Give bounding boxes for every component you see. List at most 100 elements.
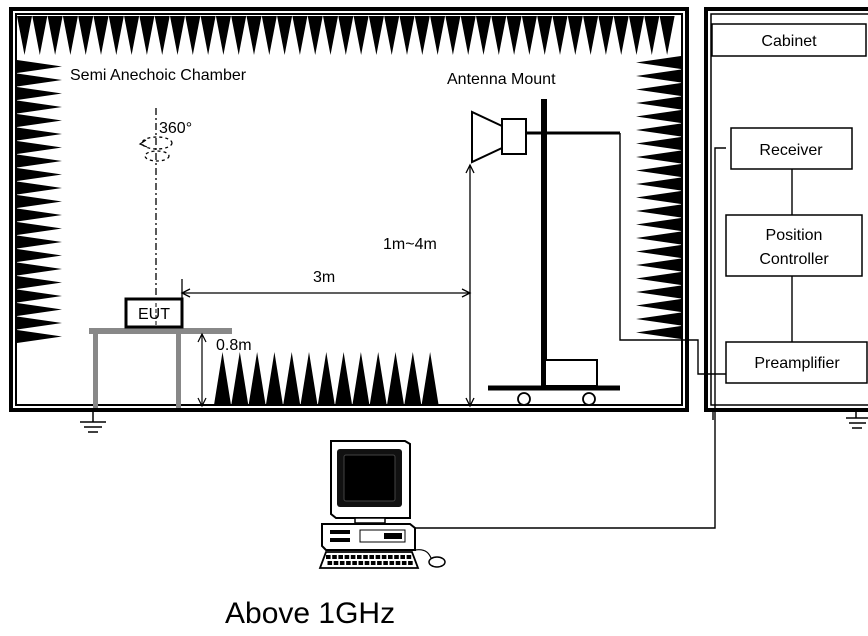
antenna-mount: Antenna Mount 1m~4m <box>383 71 620 408</box>
rotation-ellipse-lower <box>144 150 170 162</box>
absorber-cone <box>17 262 62 276</box>
ground-icon <box>80 410 106 433</box>
keyboard-key <box>381 555 387 559</box>
preamplifier-box <box>725 341 868 384</box>
absorber-cone <box>659 16 675 55</box>
absorber-cone <box>17 100 62 114</box>
absorber-cone <box>248 352 266 405</box>
absorber-cone <box>185 16 201 55</box>
absorber-cone <box>636 245 681 258</box>
absorber-cone <box>17 195 62 208</box>
absorber-cone <box>636 150 681 164</box>
horn-antenna-icon <box>471 110 527 164</box>
table-height-label: 0.8m <box>216 337 252 354</box>
absorber-cone <box>17 208 62 222</box>
receiver-label: Receiver <box>759 142 823 159</box>
absorber-cone <box>292 16 308 55</box>
absorber-cone <box>17 73 62 87</box>
absorber-cone <box>124 16 140 55</box>
keyboard-key <box>346 561 351 565</box>
keyboard-key <box>408 561 413 565</box>
absorber-cone <box>47 16 63 55</box>
keyboard-key <box>406 555 412 559</box>
absorber-cone <box>506 16 522 55</box>
keyboard-key <box>400 555 405 559</box>
keyboard-key <box>326 555 331 559</box>
absorber-cone <box>404 352 422 405</box>
absorber-cone <box>636 204 681 218</box>
absorber-cone <box>154 16 170 55</box>
absorber-cone <box>369 352 387 405</box>
eut-label: EUT <box>138 306 170 323</box>
absorber-cone <box>387 352 404 405</box>
front-panel-display <box>384 533 402 539</box>
absorber-cone <box>368 16 384 55</box>
absorber-cone <box>17 168 62 181</box>
table-top <box>89 328 232 334</box>
absorber-cone <box>636 83 681 96</box>
keyboard-keys <box>326 555 413 565</box>
arrow-up-icon <box>197 332 207 343</box>
distance-dimension: 3m <box>180 269 472 298</box>
keyboard-key <box>358 561 364 565</box>
keyboard-key <box>350 555 356 559</box>
absorber-cone <box>636 299 681 312</box>
absorber-cone <box>265 352 283 405</box>
absorber-cone <box>636 69 681 83</box>
keyboard-key <box>394 555 399 559</box>
absorber-cone <box>307 16 323 55</box>
rotation-label: 360° <box>159 120 192 137</box>
absorber-cone <box>323 16 338 55</box>
absorbers-ceiling <box>17 16 675 55</box>
keyboard-key <box>401 561 407 565</box>
eut-box <box>124 297 184 329</box>
absorber-cone <box>17 181 62 195</box>
absorber-cone <box>261 16 277 55</box>
absorbers-left-wall <box>17 60 62 343</box>
absorber-cone <box>93 16 109 55</box>
preamplifier-label: Preamplifier <box>754 355 840 372</box>
absorber-cone <box>335 352 353 405</box>
keyboard-key <box>375 555 381 559</box>
absorber-cone <box>170 16 185 55</box>
position-controller-box <box>725 214 863 277</box>
absorber-cone <box>17 154 62 168</box>
absorber-cone <box>17 60 62 73</box>
wheel-left-icon <box>517 392 531 406</box>
keyboard-key <box>344 555 350 559</box>
keyboard-key <box>369 555 374 559</box>
absorber-cone <box>636 177 681 191</box>
absorber-cone <box>399 16 415 55</box>
absorber-cone <box>552 16 568 55</box>
position-controller-label-line2: Controller <box>759 251 829 268</box>
absorber-cone <box>17 141 62 154</box>
rotation-arrow-icon <box>138 139 148 148</box>
absorber-cone <box>636 137 681 150</box>
cabinet-title: Cabinet <box>761 33 817 50</box>
absorber-cone <box>17 276 62 289</box>
absorber-cone <box>430 16 446 55</box>
absorber-cone <box>200 16 216 55</box>
absorber-cone <box>338 16 354 55</box>
absorber-cone <box>636 110 681 123</box>
computer-icon <box>318 440 446 569</box>
absorber-cone <box>78 16 94 55</box>
absorber-cone <box>32 16 48 55</box>
absorber-cone <box>17 303 62 316</box>
caption: Above 1GHz <box>225 597 395 630</box>
wheel-right-icon <box>582 392 596 406</box>
keyboard-key <box>395 561 401 565</box>
absorber-cone <box>384 16 400 55</box>
absorber-cone <box>108 16 124 55</box>
position-controller-label-line1: Position <box>766 227 823 244</box>
absorber-cone <box>636 258 681 272</box>
keyboard-key <box>352 561 357 565</box>
ground-icon <box>846 410 868 429</box>
arrow-down-icon <box>197 397 207 408</box>
drive-slot <box>330 530 350 534</box>
absorber-cone <box>300 352 318 405</box>
absorber-cone <box>317 352 335 405</box>
absorber-cone <box>583 16 599 55</box>
distance-label: 3m <box>313 269 335 286</box>
